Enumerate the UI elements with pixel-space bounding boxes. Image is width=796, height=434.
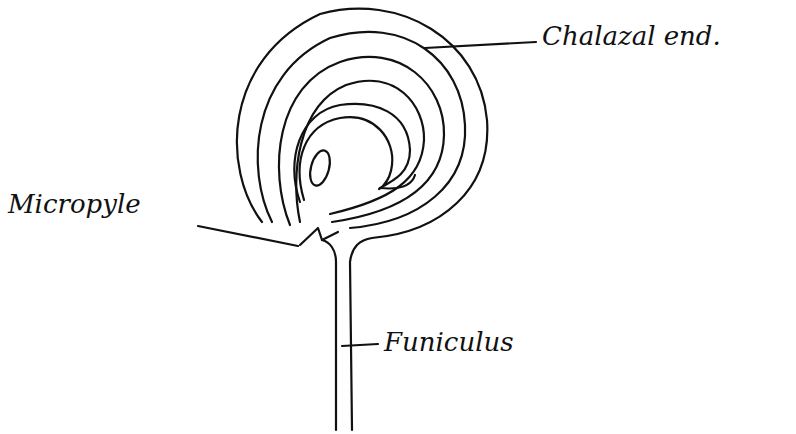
embryo-sac-base (380, 175, 415, 188)
part-label: Micropyle (8, 190, 141, 219)
part-label: Chalazal end. (542, 22, 721, 51)
outer-integument-inner (258, 32, 465, 228)
inner-integument (279, 57, 444, 225)
outer-integument (237, 9, 487, 430)
micropyle-opening (300, 228, 338, 245)
leader-line (425, 42, 536, 48)
funiculus (322, 240, 336, 430)
part-label: Funiculus (384, 328, 514, 357)
leader-line (342, 344, 378, 346)
leader-line (198, 226, 298, 246)
inner-integument-inner (296, 81, 424, 222)
egg-cell (307, 148, 334, 187)
